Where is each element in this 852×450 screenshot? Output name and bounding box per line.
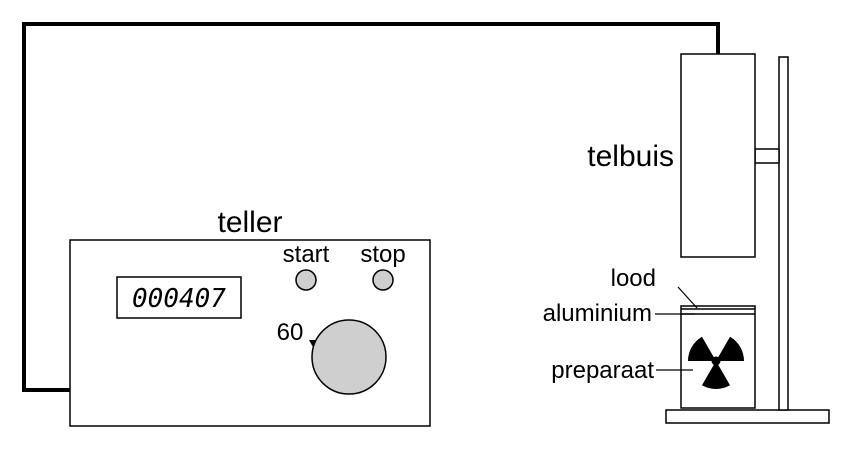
time-dial[interactable] (311, 319, 387, 395)
trefoil-center (711, 356, 721, 366)
stand-clamp (754, 148, 780, 164)
count-display-value: 000407 (132, 284, 226, 314)
start-label: start (283, 241, 330, 268)
stop-button[interactable] (372, 269, 394, 291)
counter-label: teller (217, 206, 282, 239)
trefoil-blade-left (688, 336, 716, 361)
geiger-tube (680, 53, 756, 258)
stand-base (665, 409, 830, 424)
aluminium-label: aluminium (543, 300, 652, 327)
geiger-tube-label: telbuis (587, 140, 674, 173)
trefoil-blade-bottom (702, 361, 730, 389)
lead-leader-line (677, 286, 698, 309)
radiation-icon (688, 336, 744, 389)
start-button[interactable] (295, 269, 317, 291)
trefoil-blade-right (716, 336, 744, 361)
lead-label: lood (611, 265, 656, 292)
stand-rod (778, 56, 789, 411)
count-display (116, 276, 242, 319)
signal-cable (22, 22, 720, 392)
preparaat-label: preparaat (551, 357, 654, 384)
stop-label: stop (360, 241, 405, 268)
dial-time-label: 60 (277, 319, 304, 346)
